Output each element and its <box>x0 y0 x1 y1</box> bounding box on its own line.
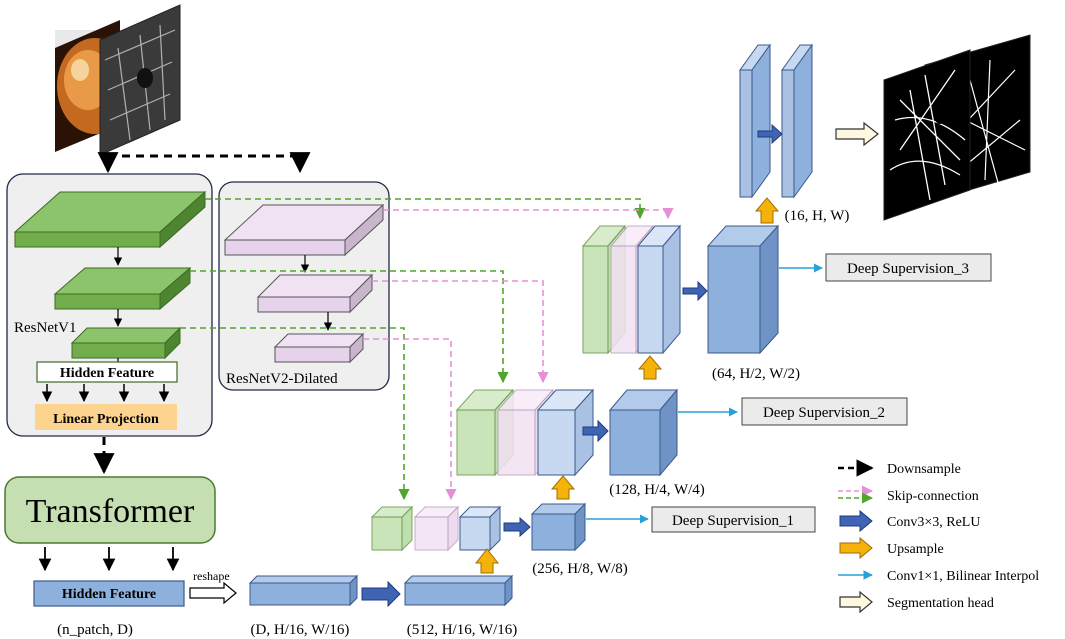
ds1-label: Deep Supervision_1 <box>672 513 794 529</box>
ds2-label: Deep Supervision_2 <box>763 405 885 421</box>
legend-conv3: Conv3×3, ReLU <box>839 509 980 533</box>
legend-conv3-label: Conv3×3, ReLU <box>887 515 980 530</box>
linear-projection-box <box>35 404 177 430</box>
resnet-v2-block-3 <box>273 332 365 364</box>
upsample-arrow-256-to-128 <box>550 475 576 500</box>
linear-projection-label: Linear Projection <box>53 412 159 427</box>
ds2-box <box>741 397 908 426</box>
output-segmentation-image-front <box>883 49 971 221</box>
ds3-box <box>825 253 992 282</box>
stage1-pink-skip-block <box>413 505 460 552</box>
tensor-16-shape-label: (16, H, W) <box>785 208 850 224</box>
legend-upsample-swatch <box>839 536 873 560</box>
legend-conv1: Conv1×1, Bilinear Interpol <box>838 569 1039 584</box>
reshaped-tensor-block <box>248 574 359 607</box>
final-conv-arrow <box>757 123 783 145</box>
ds3-label: Deep Supervision_3 <box>847 261 969 277</box>
legend-skip-label: Skip-connection <box>887 489 979 504</box>
skip-connections-pink <box>363 207 674 501</box>
resnet-v1-block-2 <box>53 266 192 311</box>
legend-skip-connection: Skip-connection <box>838 485 979 504</box>
legend-segmentation-head: Segmentation head <box>839 590 994 614</box>
legend: Downsample Skip-connection Conv3×3, ReLU… <box>838 459 1039 614</box>
stage2-conv-arrow <box>582 419 609 443</box>
transformer-box <box>4 476 216 544</box>
transformer-label: Transformer <box>26 493 195 530</box>
resnet-v1-label: ResNetV1 <box>14 320 77 336</box>
encoder-hidden-feature-box <box>36 361 178 383</box>
reshape-arrow <box>189 581 237 605</box>
stage3-upsampled-block <box>636 224 682 355</box>
stage2-output-block <box>608 388 679 477</box>
projection-arrows <box>41 384 170 403</box>
legend-downsample: Downsample <box>838 459 961 477</box>
tensor-512-block <box>403 574 514 607</box>
ds1-box <box>651 506 816 533</box>
upsample-arrow-128-to-64 <box>637 355 663 380</box>
legend-conv3-swatch <box>839 509 873 533</box>
stage1-upsampled-block <box>458 505 502 552</box>
stage1-green-skip-block <box>370 505 414 552</box>
legend-conv1-label: Conv1×1, Bilinear Interpol <box>887 569 1039 584</box>
conv-arrow-reshaped <box>361 580 401 608</box>
resnet-v2-label: ResNetV2-Dilated <box>226 371 338 387</box>
upsample-arrow-64-to-16 <box>754 197 780 224</box>
tensor-256-shape-label: (256, H/8, W/8) <box>532 561 628 577</box>
upsample-arrow-512-to-256 <box>474 548 500 574</box>
legend-seghead-swatch <box>839 590 873 614</box>
segmentation-head-arrow <box>835 121 879 147</box>
resnet-v1-block-3 <box>70 326 182 360</box>
input-octa-image <box>99 4 181 156</box>
encoder-hidden-feature-label: Hidden Feature <box>60 366 154 381</box>
resnet-v1-block-1 <box>13 190 207 249</box>
final-block-1 <box>739 43 771 199</box>
patch-shape-label: (n_patch, D) <box>57 622 133 638</box>
legend-downsample-label: Downsample <box>887 462 961 477</box>
legend-seghead-label: Segmentation head <box>887 596 994 611</box>
stage1-output-block <box>530 502 587 552</box>
final-block-2 <box>781 43 813 199</box>
stage3-conv-arrow <box>682 280 708 302</box>
legend-upsample-label: Upsample <box>887 542 944 557</box>
reshaped-shape-label: (D, H/16, W/16) <box>251 622 350 638</box>
transformer-hidden-feature-label: Hidden Feature <box>62 587 156 602</box>
tensor-128-shape-label: (128, H/4, W/4) <box>609 482 705 498</box>
input-downsample-connectors <box>97 152 311 174</box>
resnet-v2-block-2 <box>256 273 374 314</box>
stage1-conv-arrow <box>503 516 531 538</box>
tensor-512-shape-label: (512, H/16, W/16) <box>407 622 518 638</box>
skip-connections-green <box>180 198 646 501</box>
legend-upsample: Upsample <box>839 536 944 560</box>
tensor-64-shape-label: (64, H/2, W/2) <box>712 366 800 382</box>
transformer-output-arrows <box>38 547 180 572</box>
resnet-v2-block-1 <box>223 203 385 257</box>
reshape-label: reshape <box>193 569 230 583</box>
stage3-output-block <box>706 224 780 355</box>
transformer-hidden-feature-box <box>33 580 185 607</box>
